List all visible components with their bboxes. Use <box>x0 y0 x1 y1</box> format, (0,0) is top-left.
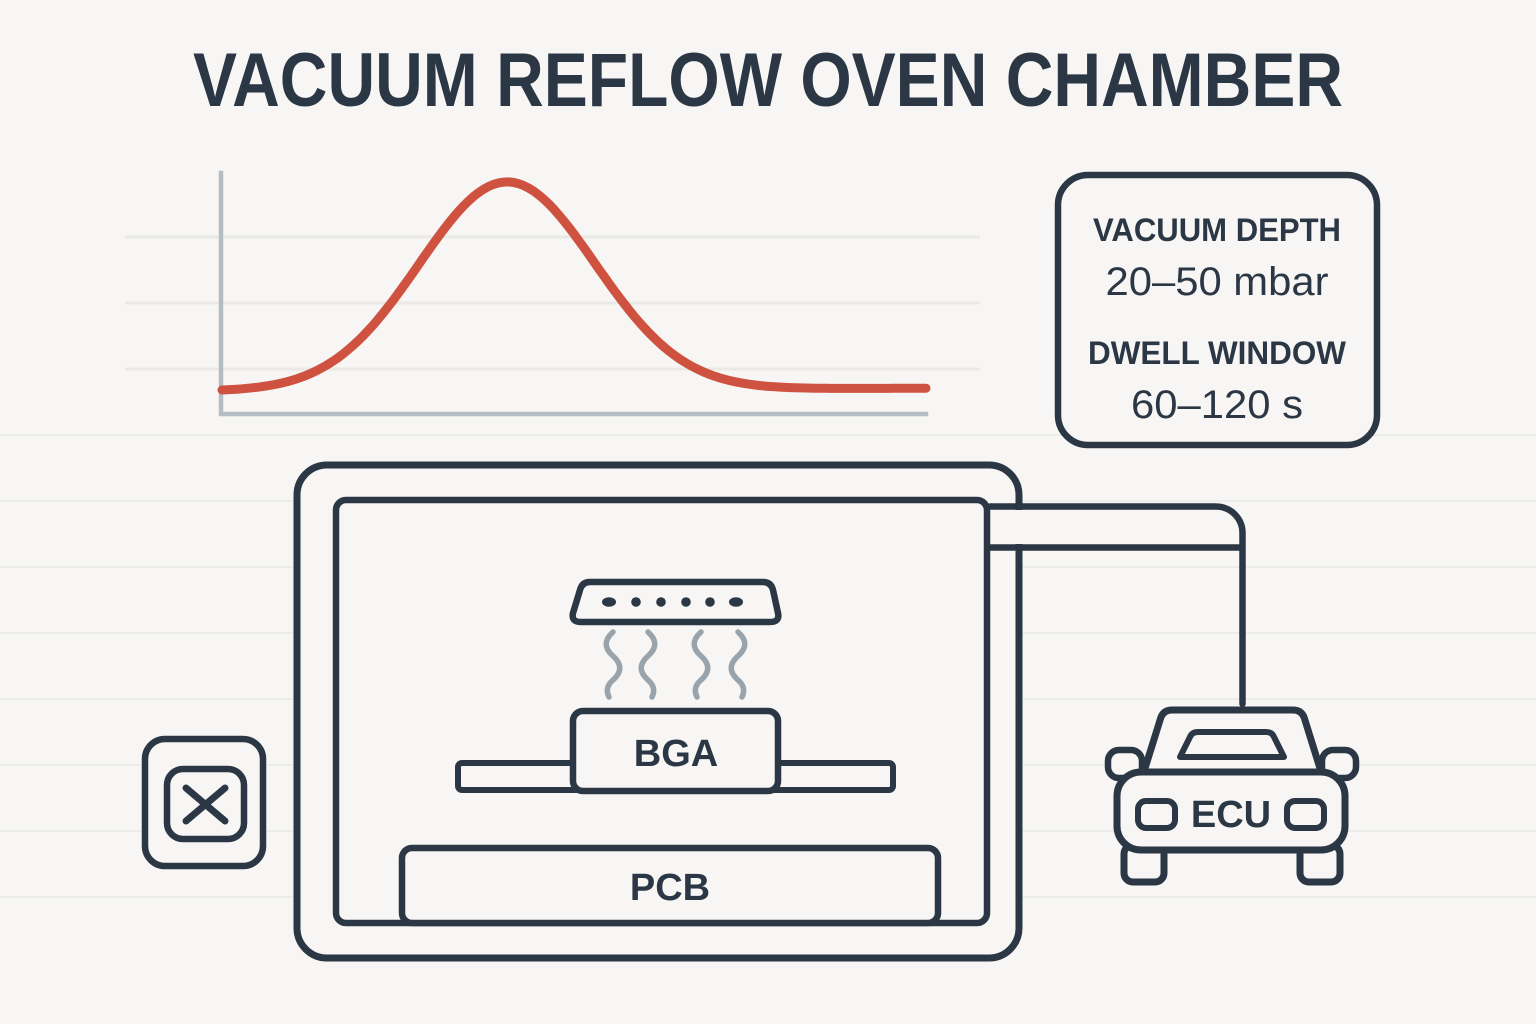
nozzle-body <box>569 578 782 626</box>
vapor-lines <box>603 629 748 700</box>
dwell-window-value: 60–120 s <box>1131 383 1303 427</box>
pressure-curve <box>217 177 931 395</box>
vacuum-depth-label: VACUUM DEPTH <box>1093 212 1341 248</box>
vacuum-depth-value: 20–50 mbar <box>1106 260 1329 304</box>
ecu-label: ECU <box>1191 794 1271 836</box>
vent-dot <box>656 597 666 607</box>
vapor-line <box>728 629 748 700</box>
vent-dot <box>631 597 641 607</box>
x-icon <box>182 784 229 825</box>
chart-axes <box>218 170 929 417</box>
pcb-board <box>398 844 942 927</box>
dwell-window-label: DWELL WINDOW <box>1088 335 1347 371</box>
car-windshield <box>1177 729 1287 760</box>
vacuum-duct-top-line <box>986 503 1246 708</box>
void-reject-inner-box <box>163 765 248 843</box>
car-headlight-right <box>1284 798 1327 831</box>
car-headlight-left <box>1135 798 1178 831</box>
spec-panel-frame <box>1054 171 1381 449</box>
bga-label: BGA <box>634 733 718 775</box>
vacuum-duct <box>986 503 1246 708</box>
pressure-profile-chart <box>125 170 980 417</box>
heater-nozzle <box>569 578 782 626</box>
oven-chamber: BGA PCB <box>293 461 1246 962</box>
vent-dot <box>705 597 715 607</box>
nozzle-vent-dots <box>602 597 743 607</box>
chart-gridlines <box>125 235 980 371</box>
vapor-line <box>603 629 623 700</box>
vent-dot <box>681 597 691 607</box>
bga-component <box>569 707 782 795</box>
pcb-label: PCB <box>630 867 710 909</box>
page-title: VACUUM REFLOW OVEN CHAMBER <box>193 38 1343 123</box>
vacuum-duct-bore <box>991 510 1239 544</box>
car-icon: ECU <box>1104 706 1360 886</box>
vapor-line <box>638 629 658 700</box>
car-body <box>1113 768 1349 854</box>
vent-dot <box>729 597 743 607</box>
void-reject-icon <box>141 735 267 870</box>
vent-dot <box>602 597 616 607</box>
vapor-line <box>691 629 711 700</box>
spec-panel: VACUUM DEPTH 20–50 mbar DWELL WINDOW 60–… <box>1054 171 1381 449</box>
